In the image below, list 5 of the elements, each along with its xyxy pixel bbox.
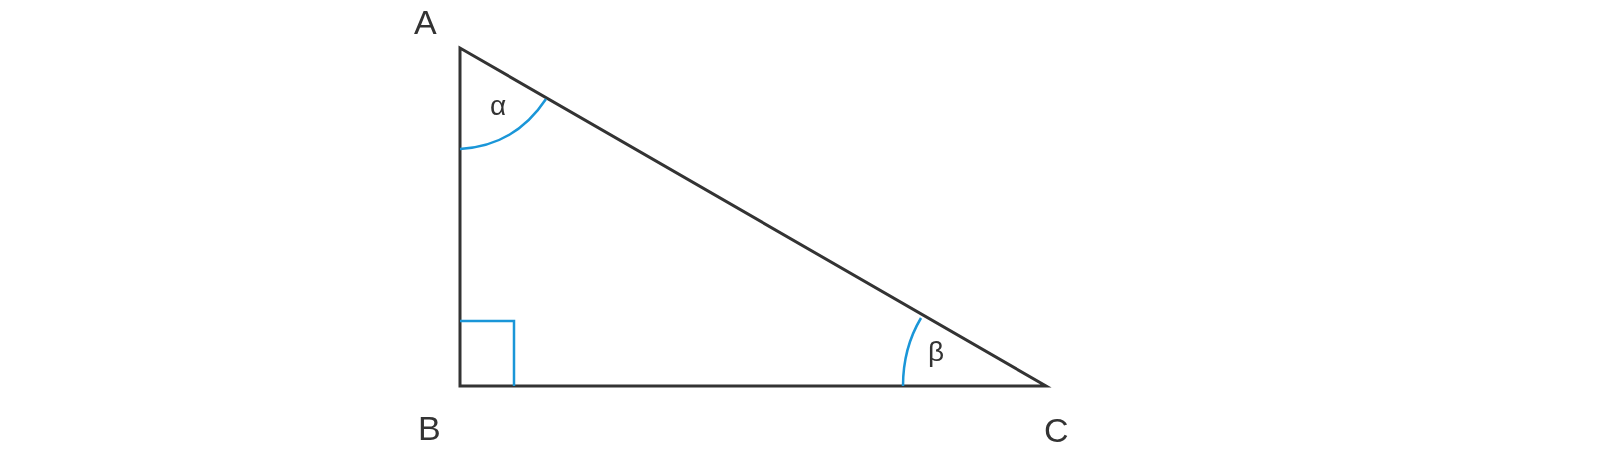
vertex-label: C [1044,413,1069,447]
angle-label: β [928,338,945,366]
vertex-label: B [418,411,441,445]
vertex-label: A [414,5,437,39]
angle-label: α [490,92,507,120]
